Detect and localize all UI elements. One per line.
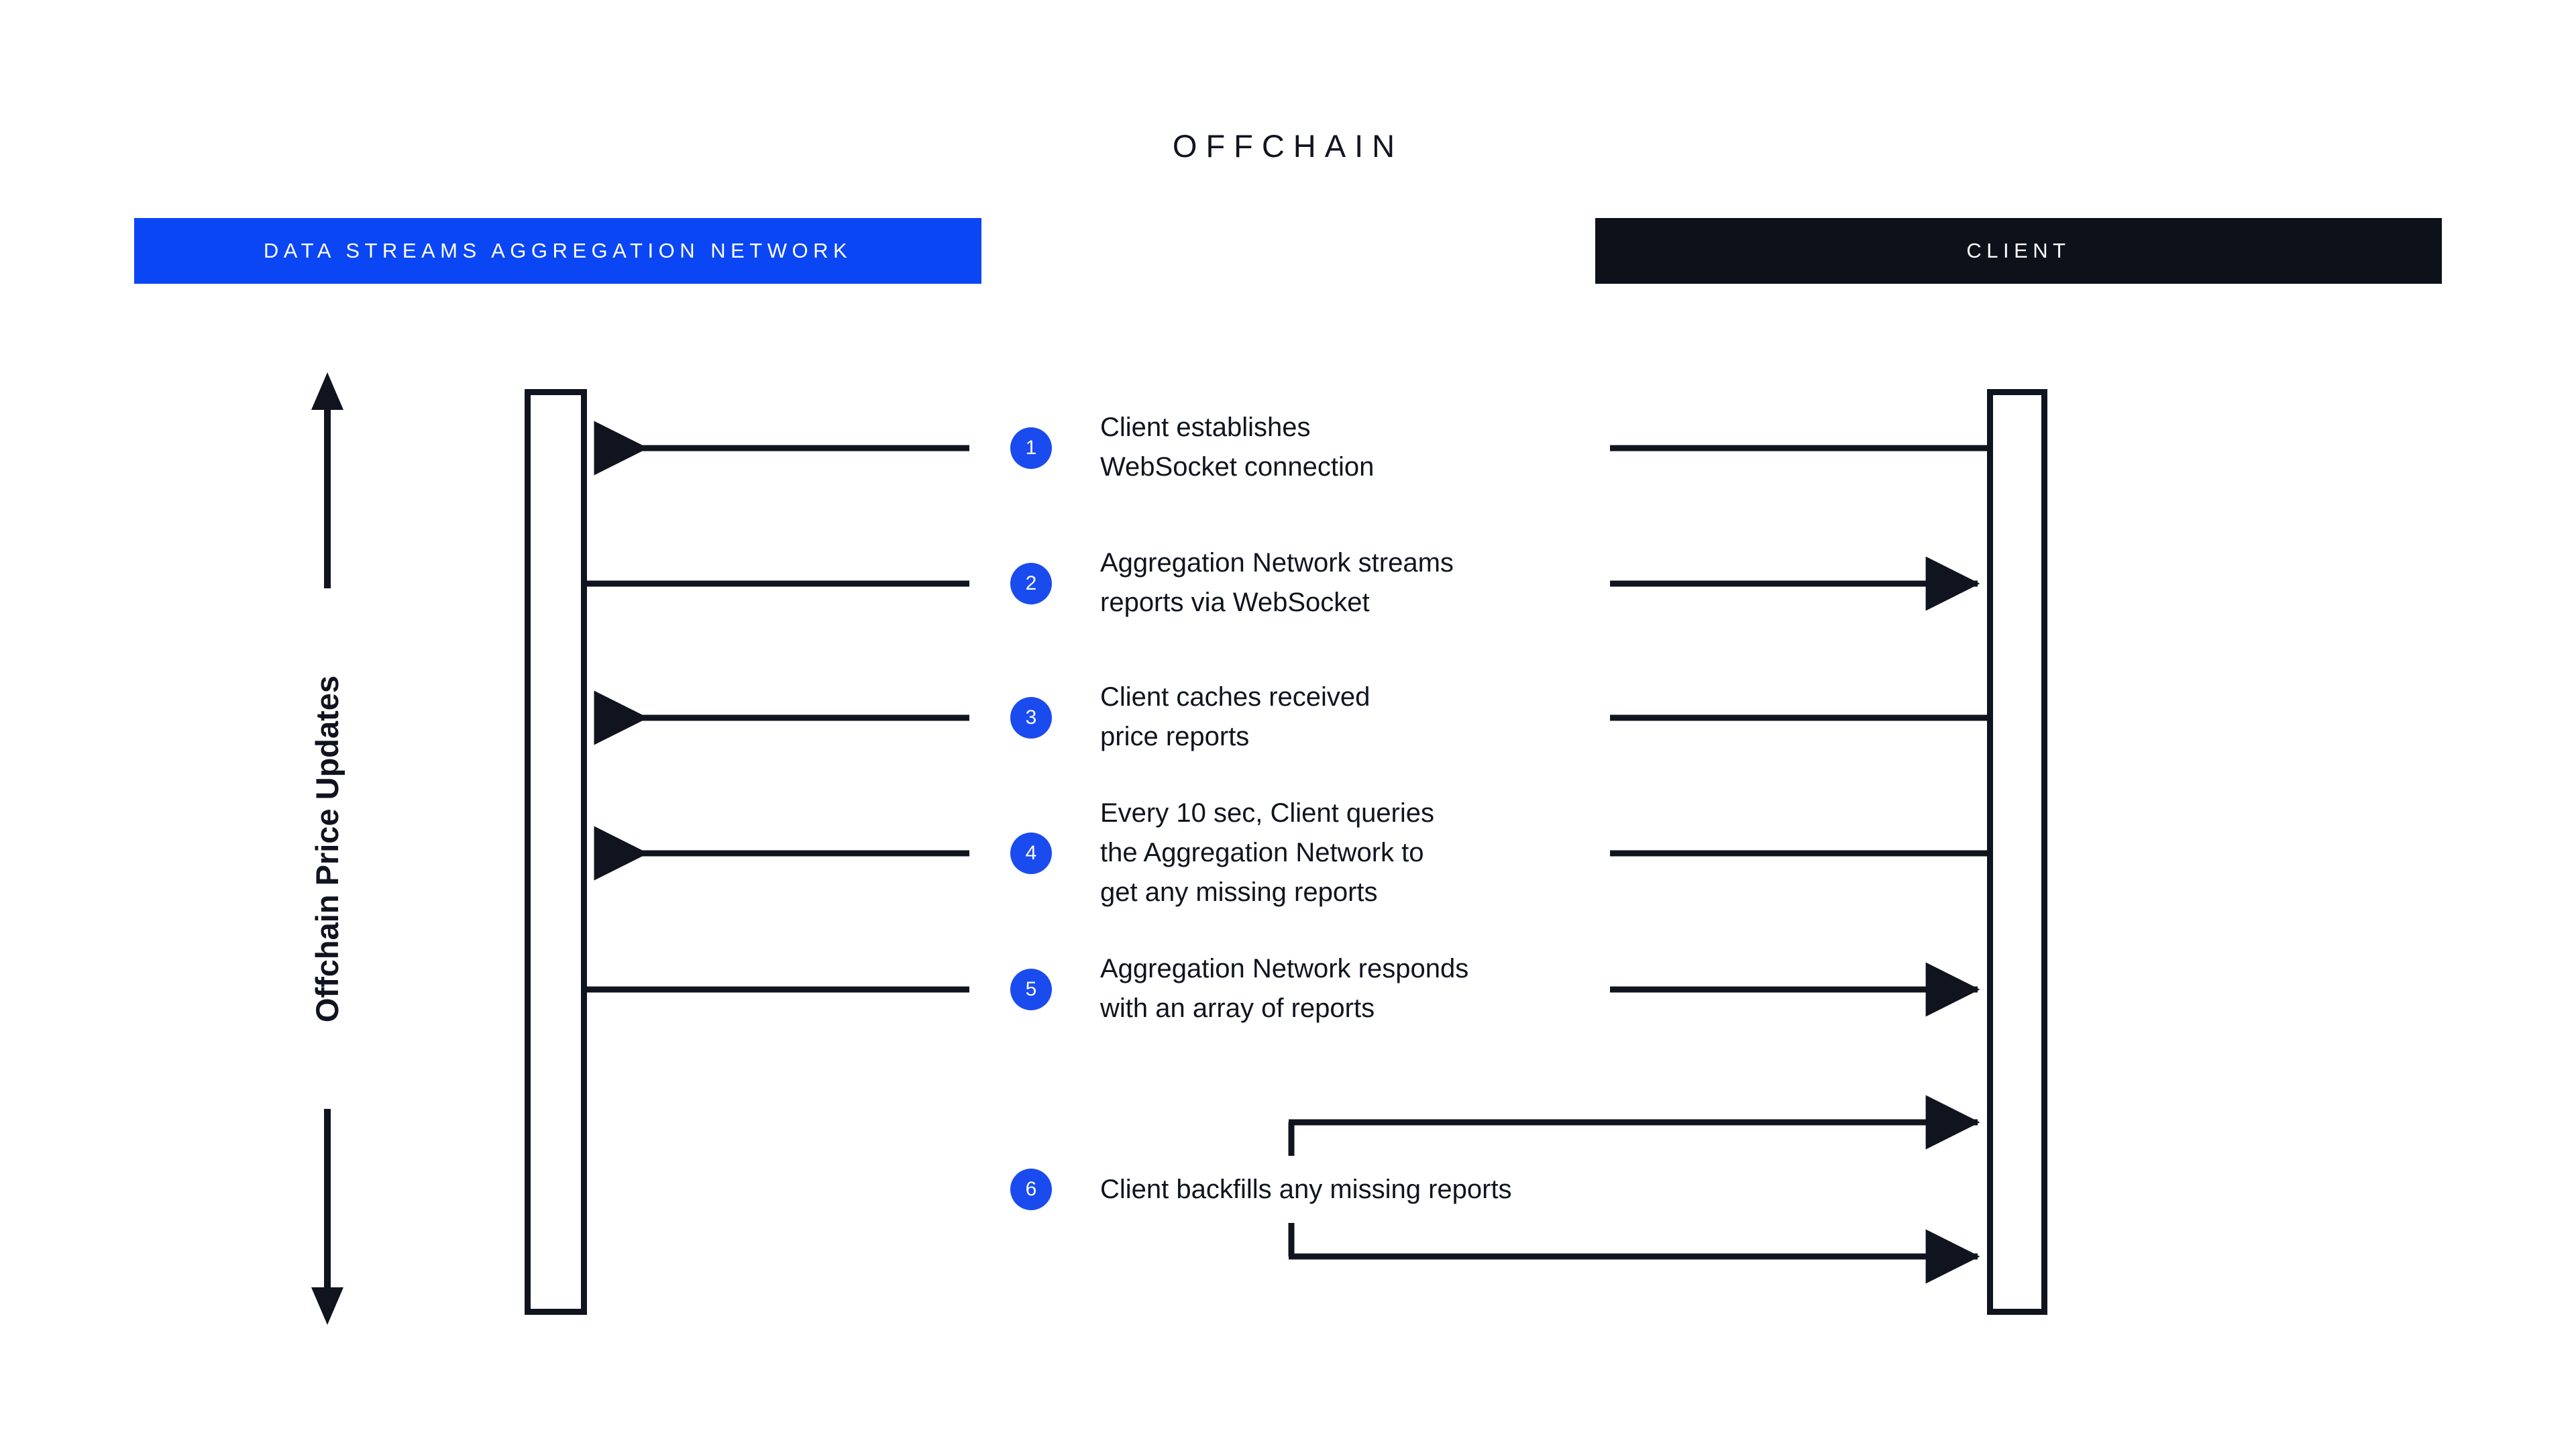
step-text-5: Aggregation Network responds with an arr… <box>1100 954 1469 1023</box>
lifeline-client <box>1987 389 2047 1315</box>
actor-header-client: CLIENT <box>1595 218 2442 284</box>
lifeline-aggregation-network <box>525 389 587 1315</box>
step-badge-5[interactable]: 5 <box>1010 969 1052 1010</box>
step-text-2: Aggregation Network streams reports via … <box>1100 548 1454 617</box>
step-badge-4[interactable]: 4 <box>1010 833 1052 874</box>
step-badge-3[interactable]: 3 <box>1010 697 1052 739</box>
actor-label-aggregation-network: DATA STREAMS AGGREGATION NETWORK <box>263 239 853 262</box>
actor-label-client: CLIENT <box>1966 239 2071 262</box>
page-title: OFFCHAIN <box>1172 128 1404 164</box>
step-text-4: Every 10 sec, Client queries the Aggrega… <box>1100 798 1435 907</box>
actor-header-aggregation-network: DATA STREAMS AGGREGATION NETWORK <box>134 218 981 284</box>
step-badge-2[interactable]: 2 <box>1010 563 1052 604</box>
step-badge-1[interactable]: 1 <box>1010 427 1052 469</box>
step-text-1: Client establishes WebSocket connection <box>1100 413 1375 482</box>
step-text-6: Client backfills any missing reports <box>1100 1175 1512 1204</box>
step-text-3: Client caches received price reports <box>1100 682 1371 751</box>
offchain-price-updates-axis <box>305 372 350 1325</box>
step-badge-6[interactable]: 6 <box>1010 1169 1052 1210</box>
